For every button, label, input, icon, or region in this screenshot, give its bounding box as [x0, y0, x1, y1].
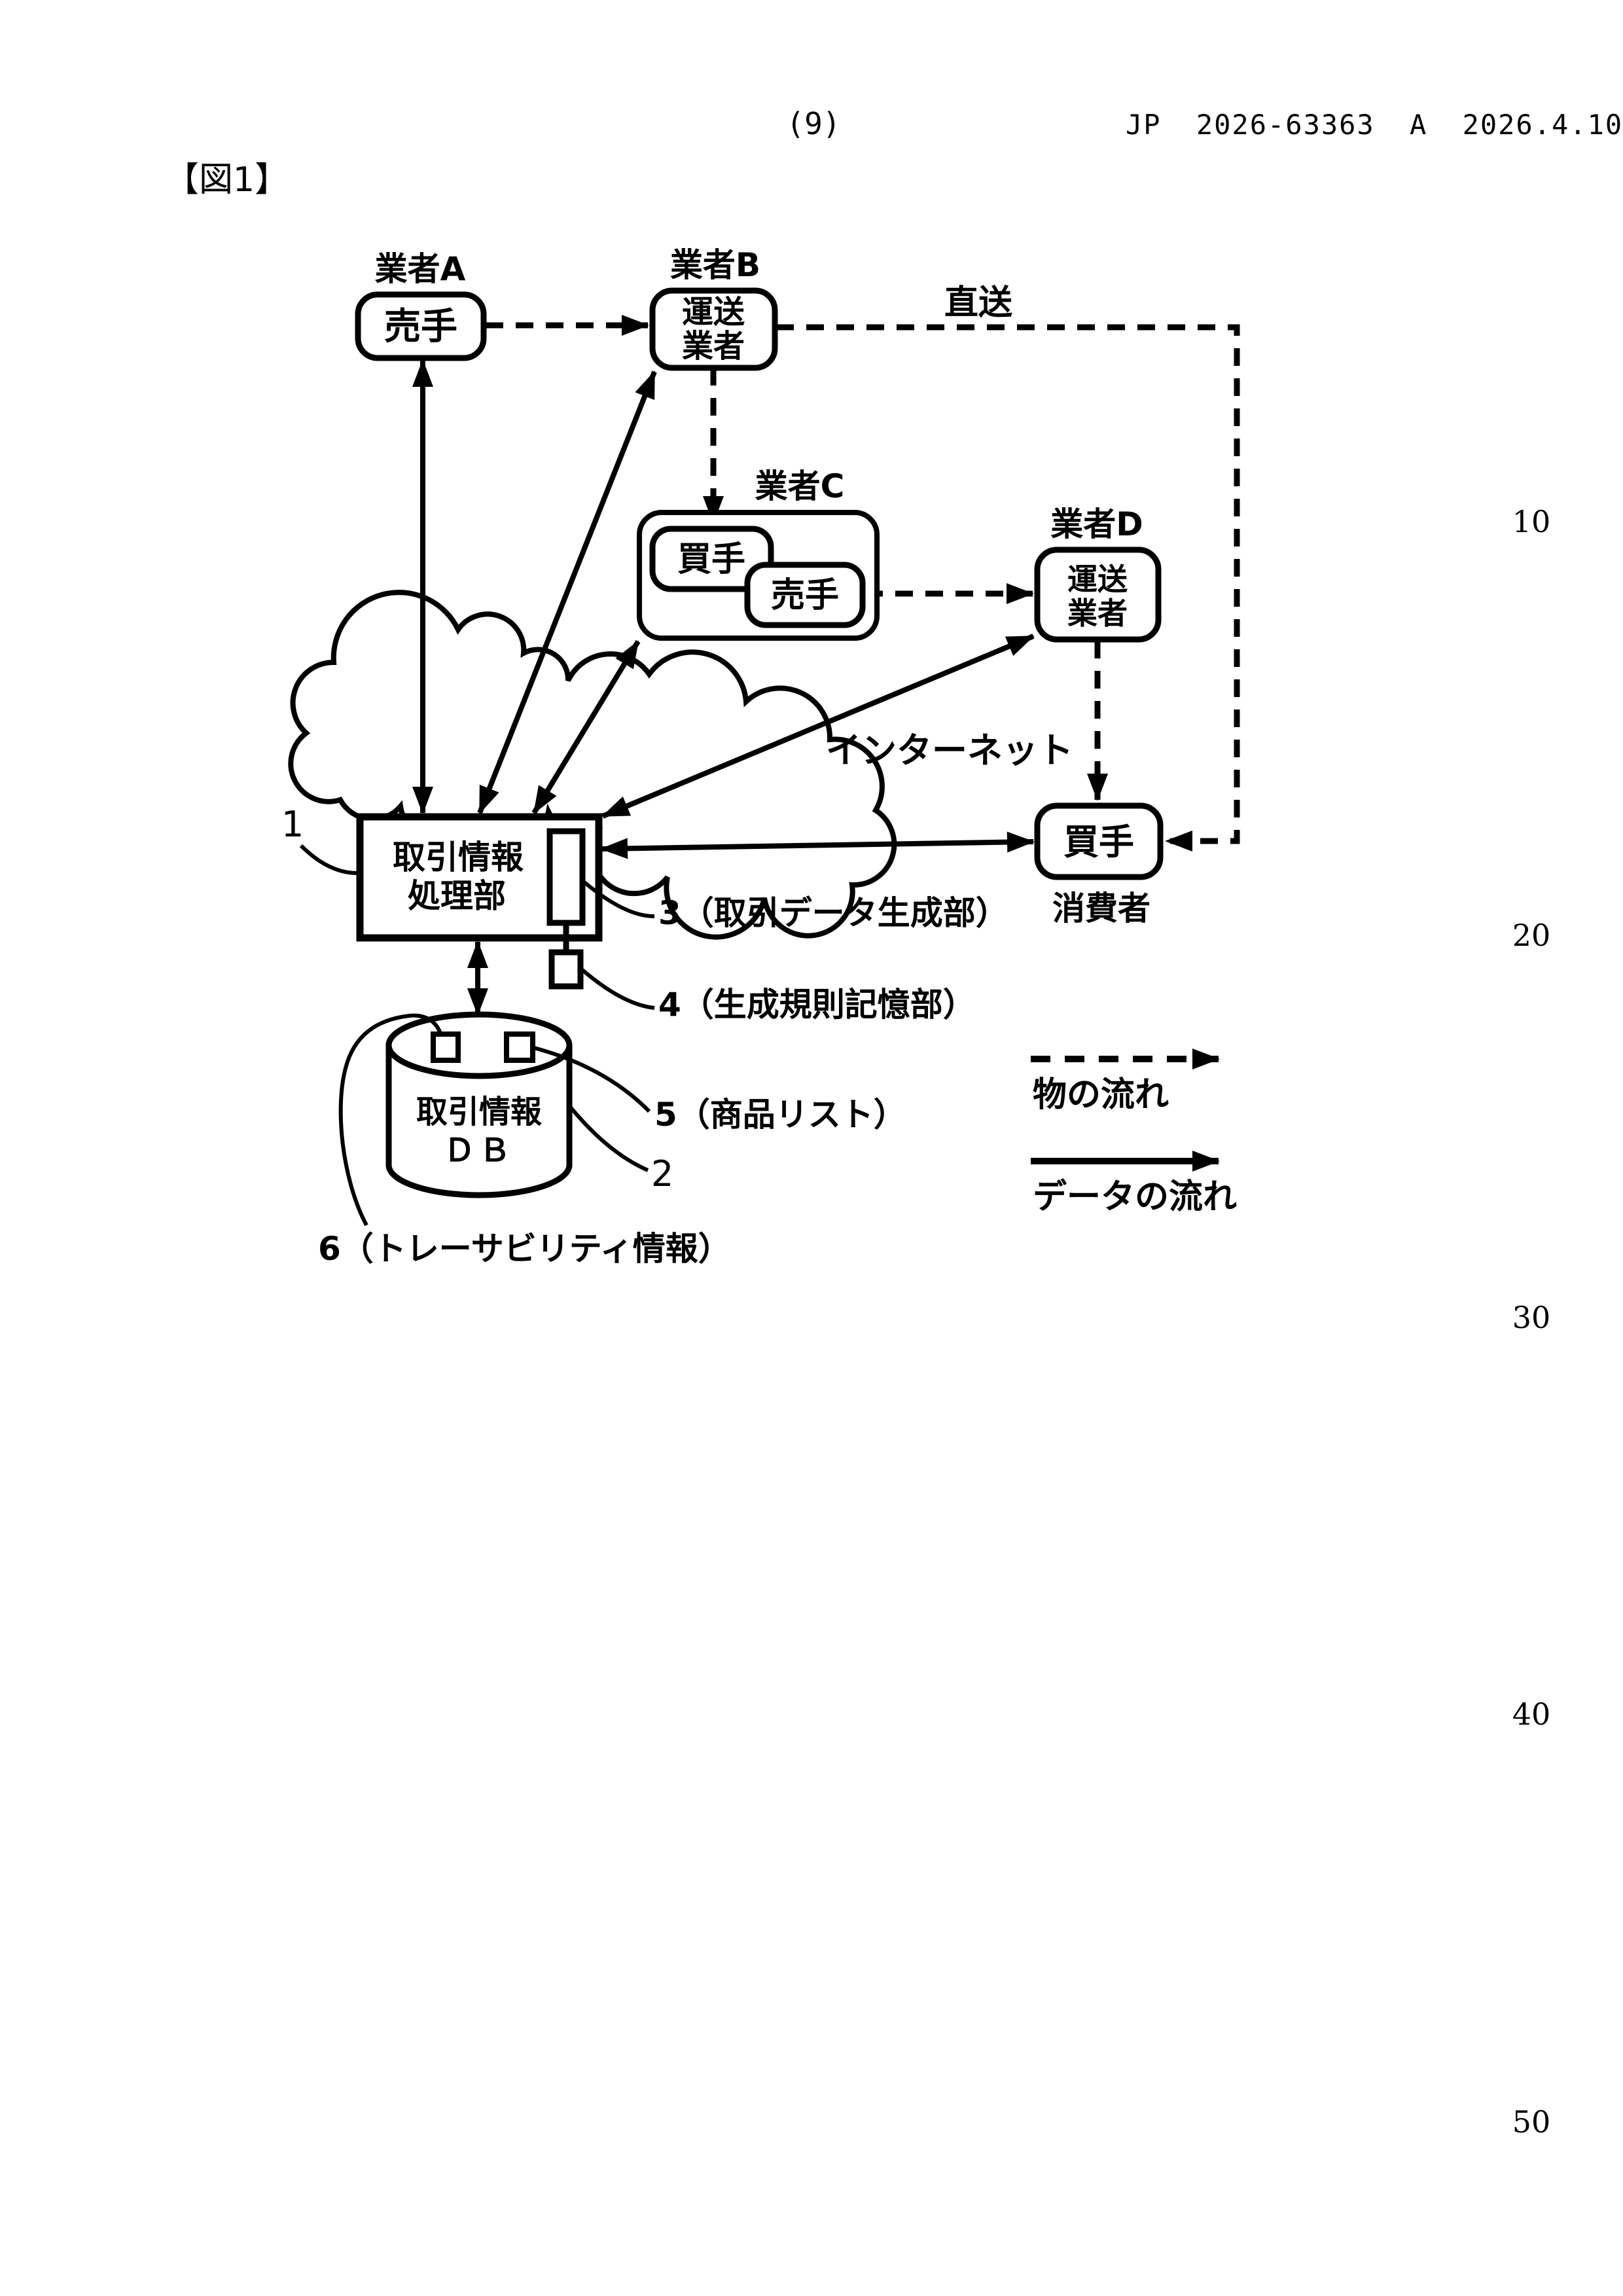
transaction-processor-line1: 取引情報 — [393, 838, 524, 876]
trader-c-title: 業者C — [755, 467, 845, 505]
generator-leader — [583, 880, 655, 918]
data-arrow-processor-trader-b — [477, 370, 657, 814]
transaction-processor: 取引情報 処理部 — [356, 813, 603, 990]
db-ref-leader — [569, 1106, 649, 1172]
data-arrow-processor-consumer — [600, 831, 1035, 859]
product-list-square — [504, 1031, 535, 1063]
margin-line-number: 30 — [1512, 1300, 1551, 1335]
margin-line-numbers: 10 20 30 40 50 — [1512, 504, 1551, 2140]
consumer-caption: 消費者 — [1052, 889, 1150, 927]
traceability-leader — [338, 1013, 443, 1227]
internet-label: インターネット — [826, 730, 1073, 771]
product-list-callout: 5（商品リスト） — [654, 1096, 906, 1134]
trader-b: 業者B 運送 業者 — [649, 246, 778, 371]
trader-b-box — [649, 287, 778, 371]
traceability-square — [431, 1031, 461, 1063]
trader-a-title: 業者A — [375, 250, 466, 288]
sheet-number: (9) — [786, 106, 840, 141]
db-cylinder-top — [385, 1011, 573, 1079]
db-name-line2: ＤＢ — [444, 1132, 514, 1169]
trader-d-title: 業者D — [1050, 505, 1143, 543]
trader-d-box — [1034, 547, 1162, 643]
consumer: 買手 消費者 — [1034, 802, 1164, 927]
trader-b-title: 業者B — [670, 246, 760, 284]
trader-a-role: 売手 — [384, 306, 457, 348]
data-arrow-processor-trader-d-internet — [601, 634, 1035, 819]
db-ref-label: 2 — [651, 1153, 673, 1194]
trader-d-role-line2: 業者 — [1067, 596, 1128, 631]
transaction-processor-line2: 処理部 — [408, 877, 506, 915]
rule-memory-rect — [548, 949, 584, 990]
generator-rect — [546, 828, 586, 926]
goods-arrow-direct-delivery — [776, 324, 1240, 852]
trader-c: 業者C 買手 売手 — [637, 467, 880, 641]
trader-c-seller-role: 売手 — [771, 576, 839, 615]
legend-data-label: データの流れ — [1033, 1177, 1237, 1217]
rule-memory-callout: 4（生成規則記憶部） — [658, 986, 976, 1024]
trader-a-box — [355, 291, 487, 361]
margin-line-number: 40 — [1512, 1696, 1551, 1732]
consumer-role: 買手 — [1063, 821, 1134, 863]
product-list-leader — [533, 1046, 651, 1113]
db-cylinder-body — [385, 1045, 573, 1198]
trader-d-role-line1: 運送 — [1067, 562, 1128, 597]
processor-ref-leader — [299, 844, 358, 875]
trader-c-seller-box — [744, 562, 866, 628]
db-name-line1: 取引情報 — [416, 1094, 542, 1130]
legend: 物の流れ データの流れ — [1031, 1049, 1237, 1217]
generator-callout: 3（取引データ生成部） — [658, 894, 1008, 932]
trader-b-role-line2: 業者 — [682, 328, 745, 365]
legend-goods-label: 物の流れ — [1033, 1075, 1169, 1115]
consumer-box — [1034, 802, 1164, 880]
publication-number: JP 2026-63363 A 2026.4.10 — [1126, 109, 1623, 141]
traceability-callout: 6（トレーサビリティ情報） — [318, 1230, 731, 1268]
direct-delivery-label: 直送 — [944, 283, 1012, 323]
trader-a: 業者A 売手 — [355, 250, 487, 361]
trader-b-role-line1: 運送 — [682, 294, 745, 331]
trader-d: 業者D 運送 業者 — [1034, 505, 1162, 643]
margin-line-number: 50 — [1512, 2104, 1551, 2140]
transaction-db: 取引情報 ＤＢ — [385, 1011, 573, 1198]
margin-line-number: 20 — [1512, 918, 1551, 953]
trader-c-buyer-box — [649, 526, 774, 592]
processor-ref-label: 1 — [281, 804, 304, 845]
margin-line-number: 10 — [1512, 504, 1551, 539]
rule-memory-leader — [581, 968, 655, 1010]
trader-c-buyer-role: 買手 — [677, 540, 745, 579]
figure-label: 【図1】 — [165, 160, 289, 200]
